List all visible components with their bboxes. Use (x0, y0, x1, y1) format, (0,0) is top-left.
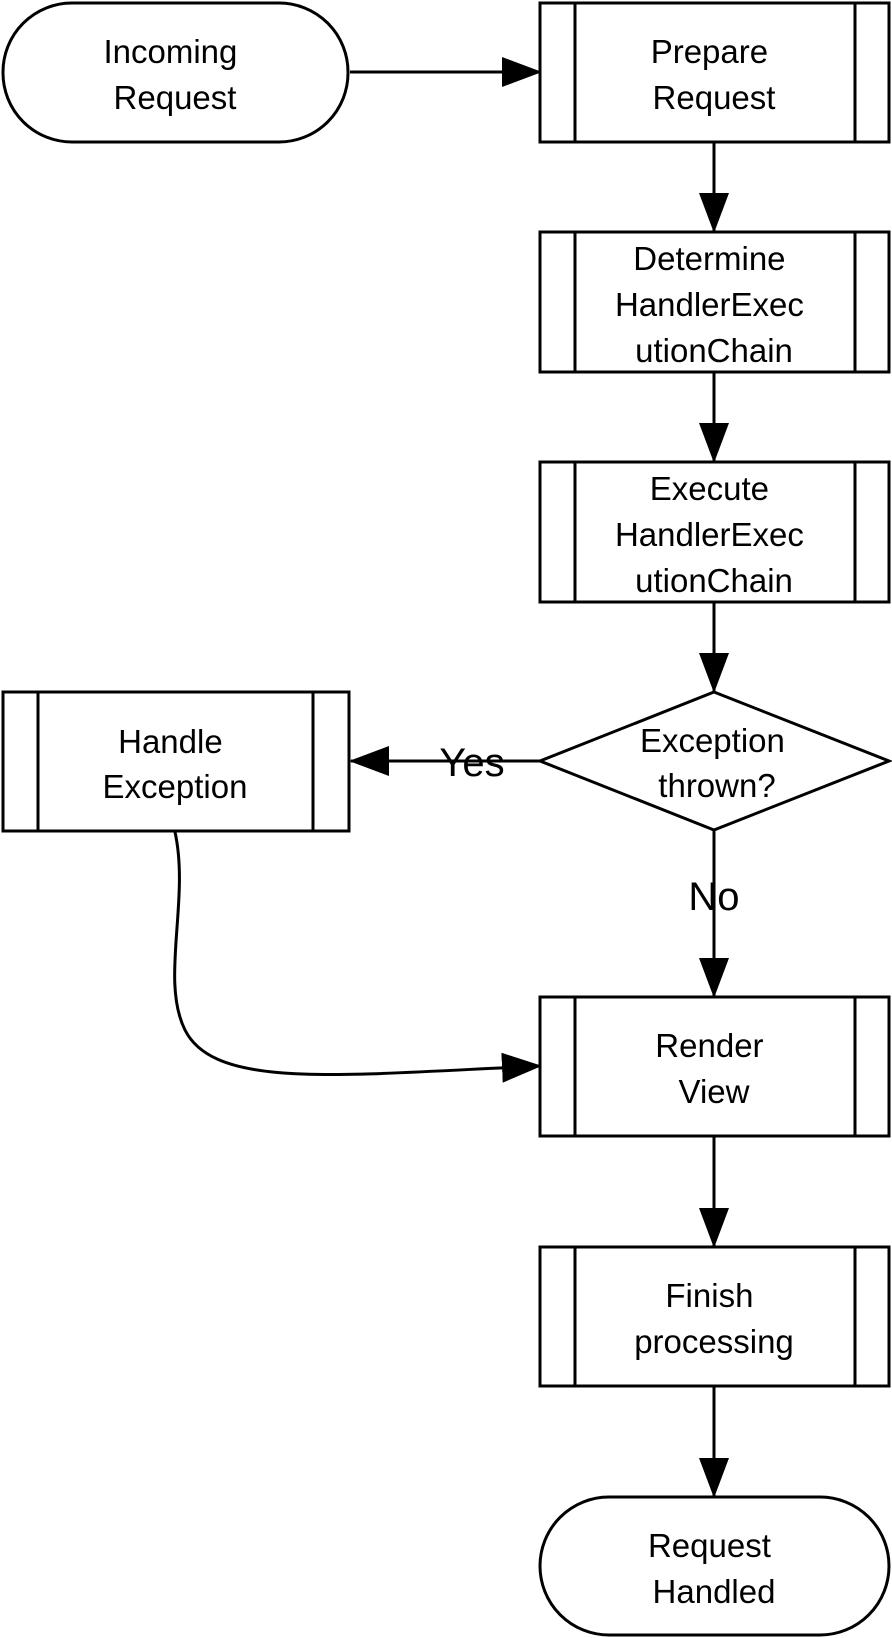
svg-text:Render View: Render View (655, 1027, 772, 1110)
handle-exception-line-2: Exception (103, 768, 248, 805)
svg-text:Incoming Request: Incoming Request (103, 33, 246, 116)
svg-text:Prepare Request: Prepare Request (651, 33, 778, 116)
node-prepare-request: Prepare Request (538, 1, 891, 144)
execute-chain-line-1: Execute (650, 470, 769, 507)
node-finish-processing: Finish processing (538, 1245, 891, 1388)
node-render-view: Render View (538, 995, 891, 1138)
node-determine-chain: Determine HandlerExec utionChain (538, 230, 891, 374)
incoming-request-line-2: Request (114, 79, 237, 116)
request-handled-line-1: Request (648, 1527, 771, 1564)
exception-thrown-line-1: Exception (640, 722, 785, 759)
svg-text:Handle Exception: Handle Exception (103, 723, 248, 805)
node-incoming-request: Incoming Request (1, 1, 350, 144)
node-execute-chain: Execute HandlerExec utionChain (538, 460, 891, 604)
determine-chain-line-2: HandlerExec (615, 286, 804, 323)
edge-handle-to-render (173, 831, 542, 1083)
request-handled-line-2: Handled (653, 1573, 776, 1610)
prepare-request-line-2: Request (653, 79, 776, 116)
prepare-request-line-1: Prepare (651, 33, 768, 70)
no-label: No (688, 875, 739, 919)
render-view-line-2: View (679, 1073, 750, 1110)
finish-processing-line-2: processing (634, 1323, 794, 1360)
yes-label: Yes (439, 741, 504, 785)
svg-text:Execute HandlerExec: Execute HandlerExec utionChain (615, 470, 813, 599)
node-request-handled: Request Handled (538, 1495, 891, 1637)
svg-text:Finish processing: Finish processing (634, 1277, 794, 1360)
node-exception-thrown: Exception thrown? (535, 690, 892, 832)
incoming-request-line-1: Incoming (103, 33, 237, 70)
execute-chain-line-2: HandlerExec (615, 516, 804, 553)
execute-chain-line-3: utionChain (635, 562, 793, 599)
determine-chain-line-1: Determine (633, 240, 785, 277)
svg-text:Exception thrown?: Exception thrown? (640, 722, 794, 804)
svg-text:Request Handled: Request Handled (648, 1527, 780, 1610)
exception-thrown-line-2: thrown? (658, 767, 775, 804)
finish-processing-line-1: Finish (665, 1277, 753, 1314)
determine-chain-line-3: utionChain (635, 332, 793, 369)
handle-exception-line-1: Handle (118, 723, 223, 760)
render-view-line-1: Render (655, 1027, 763, 1064)
svg-text:Determine HandlerExec: Determine HandlerExec utionChain (615, 240, 813, 369)
node-handle-exception: Handle Exception (1, 690, 351, 833)
